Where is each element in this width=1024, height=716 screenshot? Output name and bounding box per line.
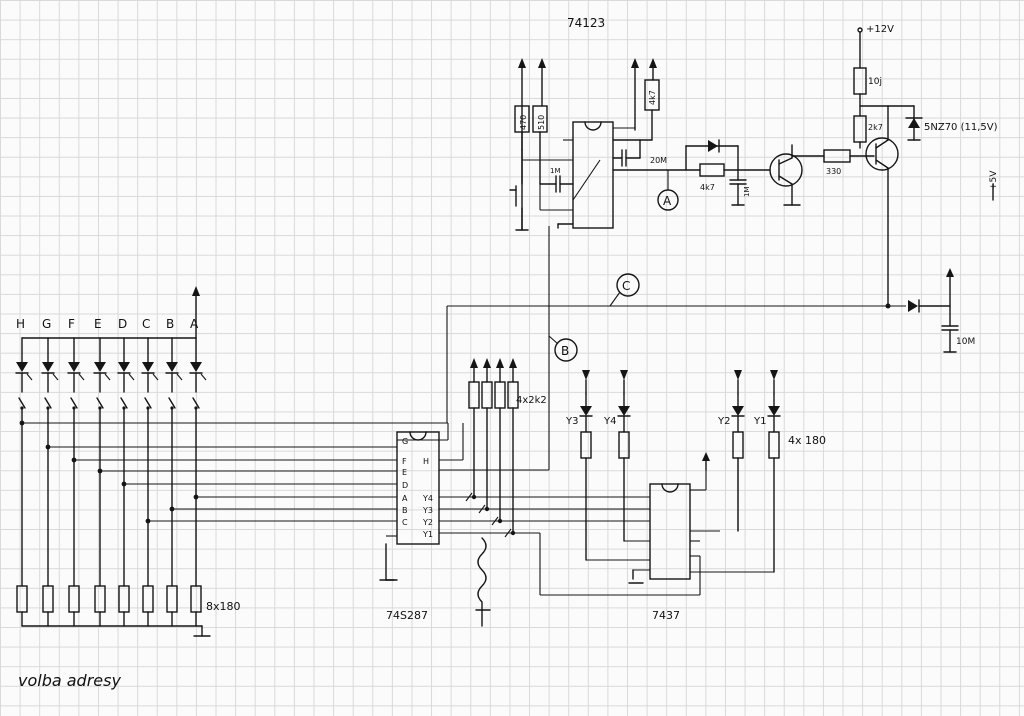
decoder-ic [379, 431, 440, 581]
pullup-label: 4x2k2 [516, 395, 547, 406]
led-resistor-label: 4x 180 [788, 434, 826, 447]
supply-5v-label: +5V [989, 170, 999, 190]
svg-text:F: F [68, 317, 75, 331]
zener-label: 5NZ70 (11,5V) [924, 122, 998, 133]
svg-text:Y1: Y1 [422, 530, 433, 539]
handwritten-note: volba adresy [18, 671, 121, 690]
driver-ic [620, 470, 720, 595]
svg-text:Y2: Y2 [717, 416, 730, 427]
r-10j-label: 10j [868, 77, 882, 87]
address-column: G [41, 317, 59, 627]
r-330 [823, 149, 851, 163]
decoder-ic-label: 74S287 [386, 609, 428, 622]
address-column: D [117, 317, 135, 627]
svg-text:G: G [42, 317, 51, 331]
svg-text:B: B [166, 317, 174, 331]
svg-text:C: C [402, 518, 408, 527]
output-leds: Y3 Y4 Y2 Y1 [565, 370, 781, 573]
r-4k7-top-label: 4k7 [648, 90, 657, 105]
output-led: Y1 [753, 370, 781, 573]
supply-chain [853, 27, 923, 149]
monoflop-title: 74123 [567, 16, 605, 30]
c-20m [612, 139, 641, 167]
r-510-label: 510 [537, 115, 546, 130]
r-330-label: 330 [826, 167, 841, 176]
address-bus [22, 422, 449, 522]
output-led: Y3 [565, 370, 593, 561]
output-led: Y2 [717, 370, 745, 532]
ground-bus [21, 625, 211, 637]
c-1m-timing-label: 1M [550, 167, 561, 175]
svg-text:E: E [402, 468, 407, 477]
svg-text:C: C [142, 317, 150, 331]
signal-marker-a: A [657, 170, 679, 211]
svg-text:F: F [402, 457, 407, 466]
svg-text:Y3: Y3 [565, 416, 578, 427]
svg-text:H: H [423, 457, 429, 466]
monoflop-ic [557, 121, 614, 229]
r-470-label: 470 [519, 115, 528, 130]
address-column: A [189, 317, 207, 627]
svg-text:B: B [561, 344, 569, 358]
address-column: C [141, 317, 159, 627]
svg-text:Y4: Y4 [603, 416, 616, 427]
driver-ic-label: 7437 [652, 609, 680, 622]
address-column: H [15, 317, 33, 627]
c-20m-label: 20M [650, 156, 667, 165]
svg-text:D: D [402, 481, 408, 490]
address-column: F [67, 317, 85, 627]
svg-text:A: A [402, 494, 408, 503]
svg-text:B: B [402, 506, 408, 515]
supply-arrows [518, 58, 657, 231]
transistor-2 [849, 105, 899, 307]
signal-line-c [446, 268, 959, 423]
c-1m-b-label: 1M [743, 187, 751, 198]
pullup-resistors [465, 358, 519, 538]
svg-text:E: E [94, 317, 102, 331]
address-column: B [165, 317, 183, 627]
svg-text:Y3: Y3 [422, 506, 433, 515]
svg-text:Y1: Y1 [753, 416, 766, 427]
push-button [509, 149, 573, 231]
svg-text:A: A [190, 317, 199, 331]
bus-break-marker [477, 537, 487, 627]
r-4k7-mid-label: 4k7 [700, 183, 715, 192]
c-10m-label: 10M [956, 337, 975, 347]
supply-12v-label: +12V [866, 24, 894, 35]
svg-text:D: D [118, 317, 127, 331]
svg-text:G: G [402, 437, 408, 446]
transistor-1 [769, 144, 825, 206]
timing-resistors [514, 105, 548, 185]
r-2k7-label: 2k7 [868, 123, 883, 132]
svg-text:A: A [663, 194, 672, 208]
output-stage [612, 139, 771, 206]
svg-text:Y4: Y4 [422, 494, 433, 503]
svg-text:Y2: Y2 [422, 518, 433, 527]
svg-text:C: C [622, 279, 630, 293]
address-column: E [93, 317, 111, 627]
decoder-output-wires [439, 226, 700, 596]
signal-marker-b: B [548, 335, 578, 362]
switch-resistor-label: 8x180 [206, 600, 241, 613]
output-led: Y4 [603, 370, 631, 542]
signal-marker-c: C [609, 273, 640, 307]
svg-text:H: H [16, 317, 25, 331]
timing-capacitor [539, 175, 574, 211]
